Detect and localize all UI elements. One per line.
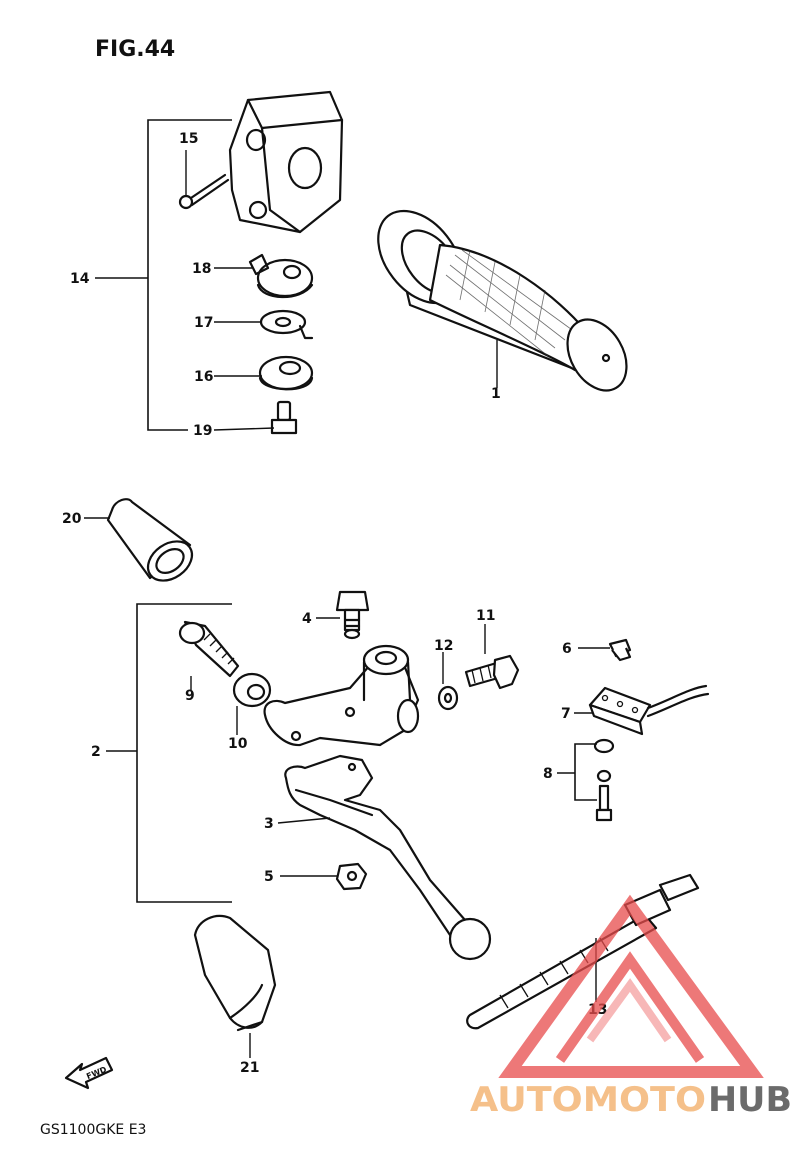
locknut-10 (232, 672, 272, 708)
lever-holder (263, 644, 420, 747)
lever-cover-21 (193, 914, 277, 1032)
callout-17: 17 (194, 315, 213, 331)
callout-4: 4 (302, 611, 312, 627)
washer-17 (259, 309, 314, 340)
model-code: GS1100GKE E3 (40, 1122, 146, 1138)
callout-15: 15 (179, 131, 198, 147)
callout-20: 20 (62, 511, 82, 527)
callout-21: 21 (240, 1060, 259, 1076)
watermark-text: AUTOMOTO HUB (470, 1080, 792, 1120)
callout-8: 8 (543, 766, 553, 782)
throttle-housing (228, 90, 344, 234)
callout-18: 18 (192, 261, 211, 277)
callout-12: 12 (434, 638, 453, 654)
throttle-pulley-18 (248, 253, 314, 299)
cable-adjuster-9 (178, 620, 240, 678)
watermark-m-mark (586, 978, 672, 1043)
bracket-14 (147, 119, 232, 431)
cable-boot-20 (106, 498, 194, 582)
screw-6 (608, 638, 632, 662)
screw-19 (270, 400, 298, 435)
callout-3: 3 (264, 816, 274, 832)
pivot-bolt-4 (335, 590, 370, 640)
handlebar-grip (377, 209, 628, 392)
callout-1: 1 (491, 386, 501, 402)
callout-11: 11 (476, 608, 495, 624)
bracket-2 (136, 603, 232, 903)
callout-14: 14 (70, 271, 90, 287)
watermark-triangle-outer (498, 894, 764, 1078)
callout-16: 16 (194, 369, 213, 385)
nut-5 (335, 862, 368, 891)
clutch-lever-3 (284, 754, 492, 961)
bolt-11 (464, 654, 520, 690)
callout-10: 10 (228, 736, 248, 752)
collar-16 (258, 355, 314, 391)
watermark-text-part1: AUTOMOTO (470, 1080, 706, 1120)
watermark-logo (498, 894, 764, 1078)
watermark-triangle-inner (555, 951, 705, 1063)
screw-set-8 (593, 738, 615, 822)
callout-19: 19 (193, 423, 212, 439)
callout-6: 6 (562, 641, 572, 657)
figure-title: FIG.44 (95, 37, 175, 62)
callout-9: 9 (185, 688, 195, 704)
callout-5: 5 (264, 869, 274, 885)
watermark-text-part2: HUB (708, 1080, 792, 1120)
washer-12 (437, 685, 459, 711)
callout-7: 7 (561, 706, 571, 722)
callout-2: 2 (91, 744, 101, 760)
front-direction-arrow: FWD (64, 1056, 114, 1090)
clutch-switch-7 (588, 684, 710, 736)
screw-15 (178, 173, 230, 210)
